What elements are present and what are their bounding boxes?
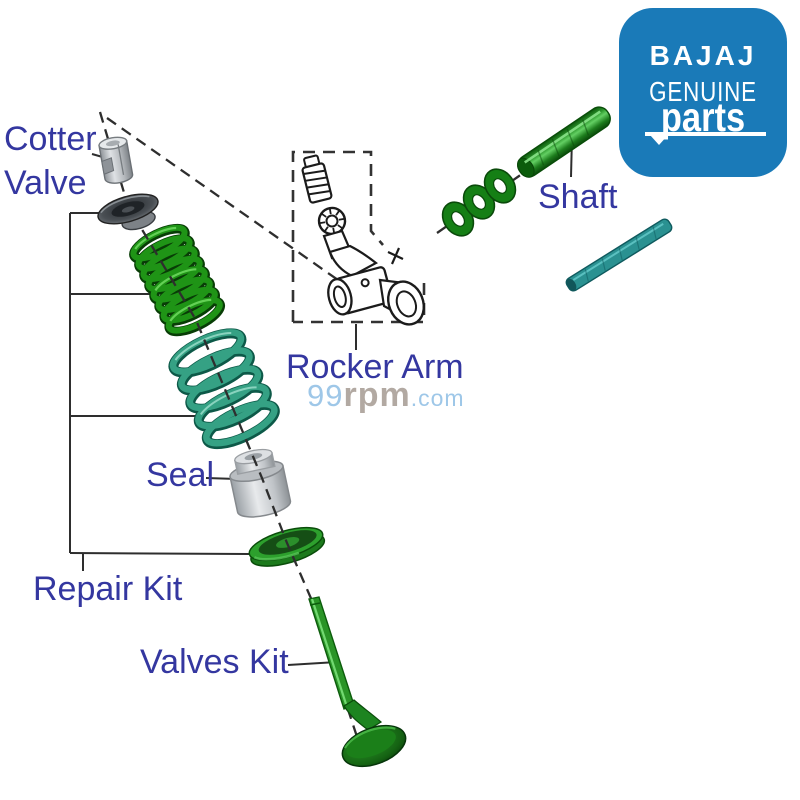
- rocker-shaft-part: [517, 106, 611, 178]
- bajaj-genuine-parts-logo: BAJAJ GENUINE parts: [619, 8, 787, 177]
- shaft-orings: [441, 168, 517, 237]
- cotter-label: Cotter: [4, 120, 97, 158]
- seal-label: Seal: [146, 456, 215, 494]
- spring-retainer-part: [97, 193, 159, 231]
- watermark-99: 99: [307, 378, 344, 413]
- spring-seat: [248, 526, 326, 567]
- valve-axis-dashed-line: [98, 111, 364, 753]
- watermark-99rpm: 99rpm.com: [307, 376, 465, 415]
- valves-kit-label: Valves Kit: [140, 643, 289, 681]
- cotter-part: [98, 136, 134, 184]
- outer-valve-spring: [168, 328, 280, 450]
- apex-to-rocker-dashed-line: [106, 117, 339, 281]
- watermark-com: .com: [410, 385, 465, 411]
- logo-arrow-icon: [650, 135, 668, 145]
- repair-kit-label: Repair Kit: [33, 570, 183, 608]
- valve-stem-seal: [229, 448, 292, 518]
- inner-valve-spring: [129, 223, 226, 337]
- watermark-rpm: rpm: [343, 376, 411, 414]
- valve-part: [308, 596, 407, 768]
- valve-label: Valve: [4, 164, 87, 202]
- shaft-label: Shaft: [538, 178, 618, 216]
- push-rod-part: [565, 218, 673, 292]
- bracket-stub-seat: [69, 552, 250, 555]
- logo-genuine-text: GENUINE: [649, 76, 757, 107]
- rocker-arm-part: [301, 154, 425, 326]
- rocker-arm-dashed-box: [291, 150, 426, 324]
- rocker-arm-label: Rocker Arm: [286, 348, 464, 386]
- logo-underline: [645, 132, 766, 136]
- logo-brand-text: BAJAJ: [649, 40, 757, 71]
- leader-lines: [69, 135, 573, 666]
